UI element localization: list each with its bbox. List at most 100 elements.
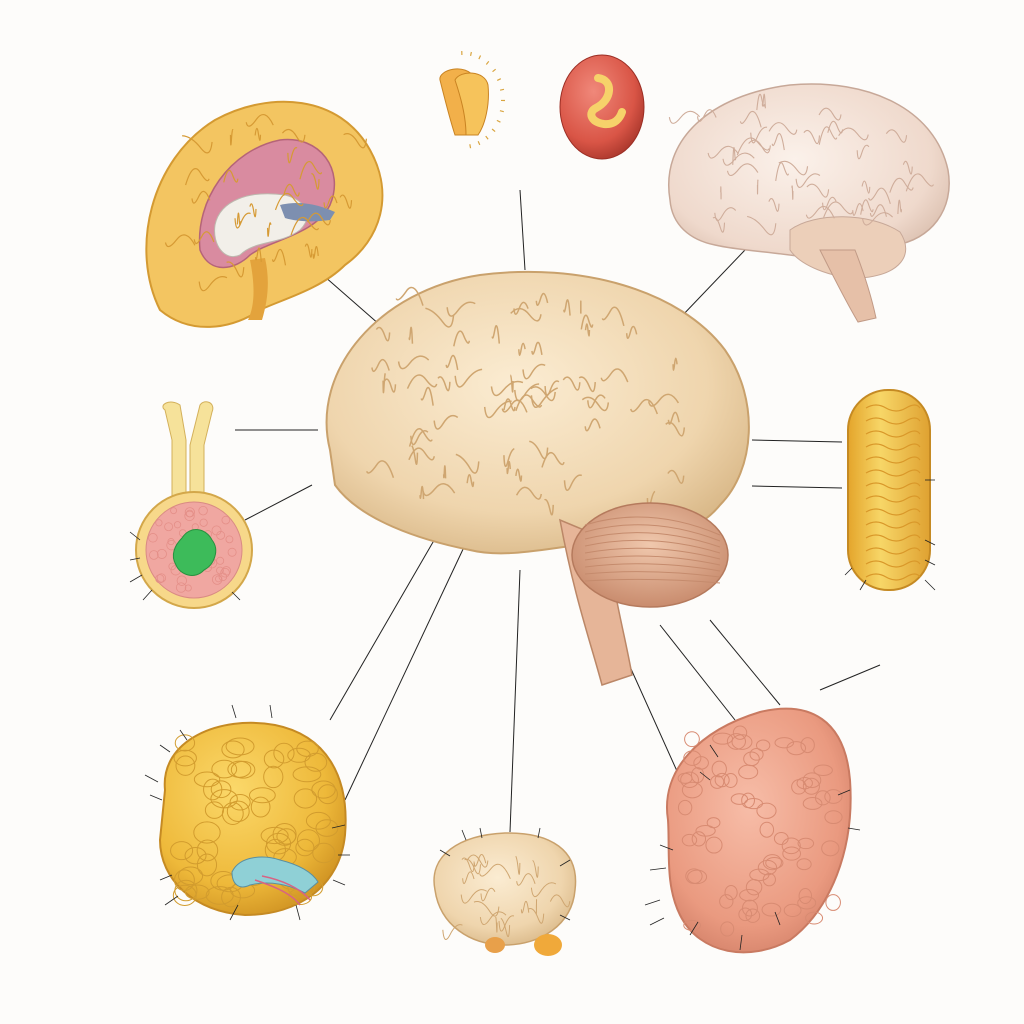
organ-lobule (230, 760, 256, 779)
gyrus-fold (778, 160, 809, 176)
pituitary-ray (478, 55, 482, 60)
gyrus-fold (254, 247, 262, 262)
gyrus-fold (795, 173, 821, 188)
tissue-cell (148, 533, 158, 543)
gyrus-fold (193, 231, 215, 244)
gyrus-fold (236, 212, 241, 226)
gyrus-fold (299, 161, 323, 180)
organ-lobule (317, 784, 338, 805)
organ-lobule (292, 766, 322, 783)
gyrus-fold (520, 900, 530, 914)
gyrus-fold (667, 411, 680, 425)
gyrus-fold (375, 326, 391, 342)
label-tick (709, 744, 719, 758)
gyrus-fold (860, 199, 874, 215)
organ-lobule (773, 832, 789, 846)
gyrus-fold (563, 299, 571, 316)
gyrus-fold (491, 325, 501, 344)
gyrus-fold (805, 205, 835, 219)
pituitary-ray (485, 60, 490, 65)
gyrus-fold (768, 197, 780, 212)
gyrus-fold (420, 386, 434, 406)
organ-lobule (250, 796, 271, 818)
label-tick (142, 589, 153, 601)
pituitary-ray (491, 128, 496, 133)
label-tick (159, 744, 171, 753)
gyrus-fold (419, 485, 425, 500)
organ-lobule (681, 781, 703, 799)
organ-lobule (762, 872, 776, 887)
gyrus-fold (530, 882, 557, 898)
connector-line (509, 569, 521, 833)
organ-lobule (174, 734, 196, 752)
gyrus-fold (530, 386, 556, 402)
gyrus-fold (311, 173, 320, 190)
gyrus-fold (495, 916, 498, 933)
gyrus-fold (467, 854, 489, 868)
organ-lobule (710, 775, 725, 789)
tissue-cell (211, 574, 223, 585)
label-tick (537, 827, 541, 839)
organ-lobule (802, 777, 820, 795)
connector-line (329, 529, 441, 721)
gyrus-fold (506, 460, 511, 475)
gyrus-fold (528, 908, 545, 924)
tissue-cell (227, 547, 237, 557)
gyrus-fold (191, 190, 211, 204)
organ-lobule (744, 798, 764, 810)
gyrus-fold (304, 243, 313, 258)
organ-lobule (295, 838, 315, 857)
gyrus-fold (587, 394, 606, 409)
organ-lobule (711, 760, 727, 778)
organ-lobule (177, 866, 204, 886)
organ-lobule (791, 779, 807, 795)
gyrus-fold (756, 179, 759, 195)
cerebellum-folia (584, 547, 721, 560)
label-tick (144, 774, 159, 783)
gyrus-fold (442, 465, 447, 479)
tissue-cell (156, 573, 167, 583)
label-tick (332, 879, 346, 886)
gyrus-fold (503, 398, 516, 412)
organ-lobule (196, 839, 219, 862)
gyrus-fold (549, 894, 571, 908)
organ-lobule (824, 789, 843, 804)
pink-lobed-organ (666, 707, 852, 954)
gyrus-fold (535, 292, 549, 306)
gyrus-fold (563, 474, 583, 491)
gyrus-fold (667, 469, 685, 484)
organ-lobule (273, 742, 295, 764)
gyrus-fold (861, 212, 894, 226)
organ-lobule (184, 884, 210, 900)
capsule-cristae (865, 560, 921, 568)
label-tick (739, 934, 743, 951)
label-tick (295, 904, 301, 921)
organ-lobule (221, 740, 245, 759)
tissue-cell (184, 510, 195, 522)
organ-lobule (221, 802, 244, 826)
capsule-cristae (865, 521, 921, 529)
organ-lobule (774, 737, 795, 749)
label-tick (847, 827, 861, 831)
gyrus-fold (889, 177, 914, 193)
tissue-cell (215, 575, 222, 583)
gyrus-fold (747, 215, 777, 236)
gyrus-fold (249, 203, 257, 218)
label-tick (461, 829, 467, 841)
label-tick (129, 531, 141, 541)
pituitary-ray (499, 110, 504, 113)
tissue-cell (199, 518, 208, 527)
gyrus-fold (410, 430, 429, 446)
connector-line (344, 544, 466, 801)
organ-lobule (170, 841, 194, 861)
cerebellum-folia (584, 539, 721, 554)
label-tick (269, 704, 273, 719)
label-tick (439, 849, 451, 857)
organ-lobule (184, 846, 207, 865)
gyrus-fold (736, 137, 770, 156)
organ-lobule (681, 833, 698, 847)
tissue-cell (218, 572, 228, 582)
organ-lobule (315, 819, 339, 837)
gyrus-fold (818, 107, 842, 121)
label-tick (229, 904, 239, 921)
